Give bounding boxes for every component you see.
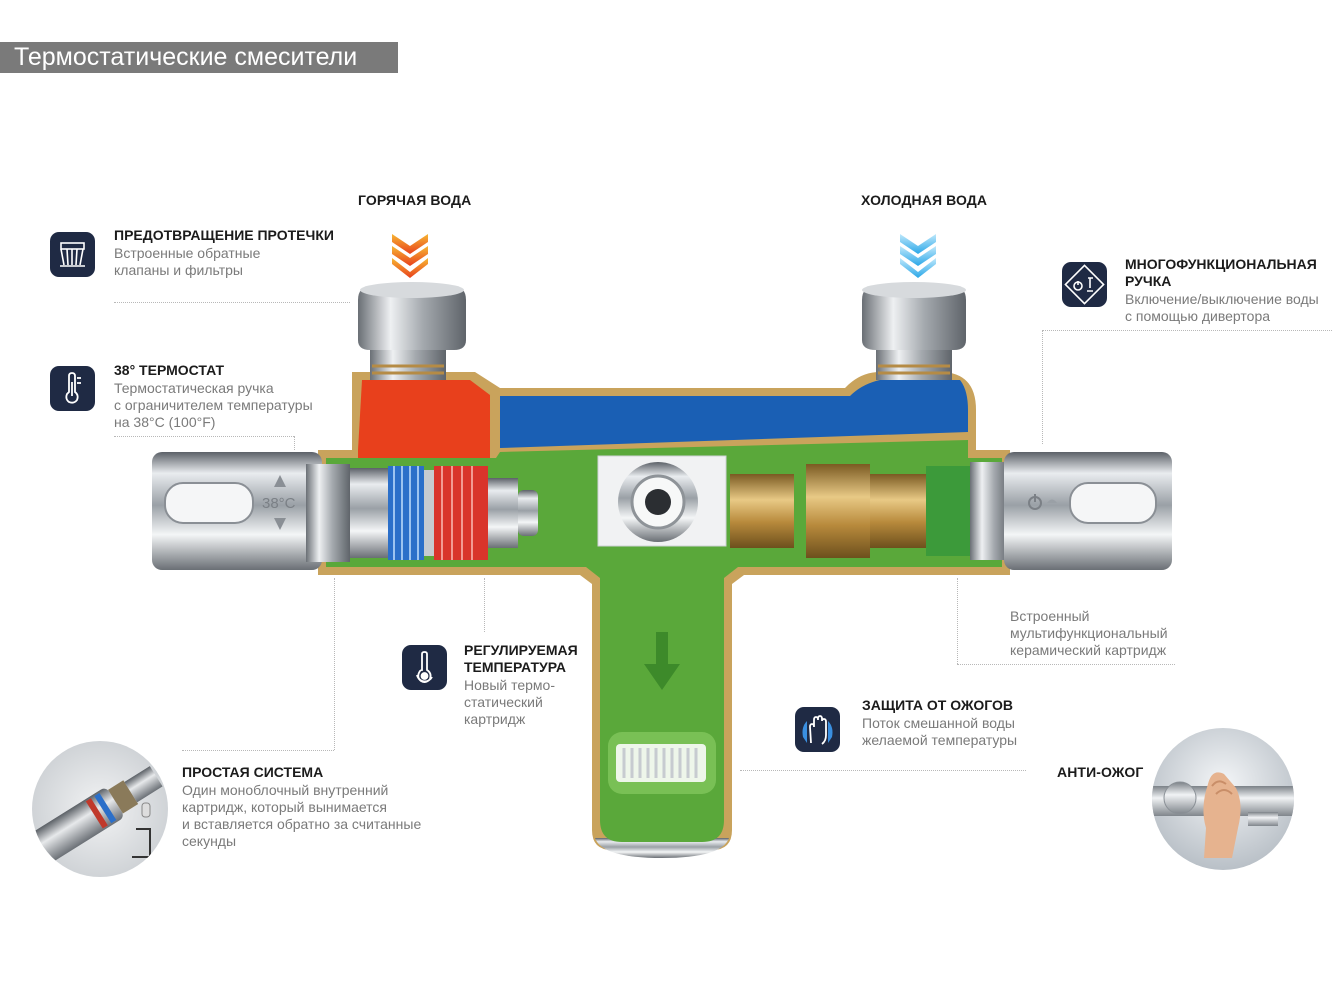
leader-line-adjustable xyxy=(484,578,485,632)
leader-line-handle-v xyxy=(1042,330,1043,444)
hand-water-icon xyxy=(795,707,840,752)
leader-line-burn xyxy=(740,770,1026,771)
feature-line: Включение/выключение воды xyxy=(1125,291,1319,307)
feature-title: ПРЕДОТВРАЩЕНИЕ ПРОТЕЧКИ xyxy=(114,227,334,243)
feature-line: Поток смешанной воды xyxy=(862,715,1015,731)
leader-line-ceramic-v xyxy=(957,578,958,664)
anti-scald-photo xyxy=(1152,728,1294,870)
cold-water-arrow xyxy=(900,234,936,278)
thermometer-icon xyxy=(50,366,95,411)
leader-line-thermostat xyxy=(114,436,294,437)
feature-line: керамический картридж xyxy=(1010,642,1167,658)
leader-line-handle xyxy=(1042,330,1332,331)
feature-line: на 38°С (100°F) xyxy=(114,414,216,430)
anti-scald-label: АНТИ-ОЖОГ xyxy=(1057,764,1144,780)
hot-water-label: ГОРЯЧАЯ ВОДА xyxy=(358,192,472,208)
cold-water-label: ХОЛОДНАЯ ВОДА xyxy=(861,192,988,208)
feature-line: с ограничителем температуры xyxy=(114,397,313,413)
feature-line: Новый термо- xyxy=(464,677,556,693)
feature-line: секунды xyxy=(182,833,237,849)
feature-title: ЗАЩИТА ОТ ОЖОГОВ xyxy=(862,697,1014,713)
feature-line: мультифункциональный xyxy=(1010,625,1168,641)
feature-line: и вставляется обратно за считанные xyxy=(182,816,422,832)
feature-simple-system: ПРОСТАЯ СИСТЕМА Один моноблочный внутрен… xyxy=(182,764,421,850)
feature-line: желаемой температуры xyxy=(862,732,1018,748)
leader-line-simple-v xyxy=(334,578,335,750)
feature-line: клапаны и фильтры xyxy=(114,262,243,278)
feature-leak-prevention: ПРЕДОТВРАЩЕНИЕ ПРОТЕЧКИ Встроенные обрат… xyxy=(114,227,334,279)
leader-line-simple xyxy=(182,750,334,751)
feature-line: статический xyxy=(464,694,543,710)
feature-title: 38° ТЕРМОСТАТ xyxy=(114,362,225,378)
feature-title: ПРОСТАЯ СИСТЕМА xyxy=(182,764,324,780)
hot-water-chamber xyxy=(358,380,490,460)
leader-line-ceramic xyxy=(957,664,1175,665)
feature-title: МНОГОФУНКЦИОНАЛЬНАЯ xyxy=(1125,256,1317,272)
feature-line: Встроенные обратные xyxy=(114,245,261,261)
thermostat-knob-slot xyxy=(164,482,254,524)
hot-water-arrow xyxy=(392,234,428,278)
leader-line-leak xyxy=(114,302,350,303)
feature-title: РЕГУЛИРУЕМАЯ xyxy=(464,642,578,658)
shower-diverter-icon xyxy=(1062,262,1107,307)
temperature-gauge-icon xyxy=(402,645,447,690)
diverter-handle-slot xyxy=(1069,482,1157,524)
feature-line: Один моноблочный внутренний xyxy=(182,782,389,798)
feature-line: Термостатическая ручка xyxy=(114,380,274,396)
feature-line: картридж, который вынимается xyxy=(182,799,388,815)
feature-title: ТЕМПЕРАТУРА xyxy=(464,659,566,675)
feature-title: РУЧКА xyxy=(1125,273,1172,289)
feature-line: с помощью дивертора xyxy=(1125,308,1271,324)
cold-water-chamber xyxy=(500,380,968,448)
feature-line: Встроенный xyxy=(1010,608,1090,624)
feature-line: картридж xyxy=(464,711,526,727)
page-title: Термостатические смесители xyxy=(0,42,398,73)
filter-icon xyxy=(50,232,95,277)
mixed-flow-arrow xyxy=(644,632,680,690)
leader-line-thermostat-v xyxy=(294,436,295,450)
thermostat-38c-display: 38°C xyxy=(262,495,296,512)
cartridge-photo xyxy=(32,741,168,877)
